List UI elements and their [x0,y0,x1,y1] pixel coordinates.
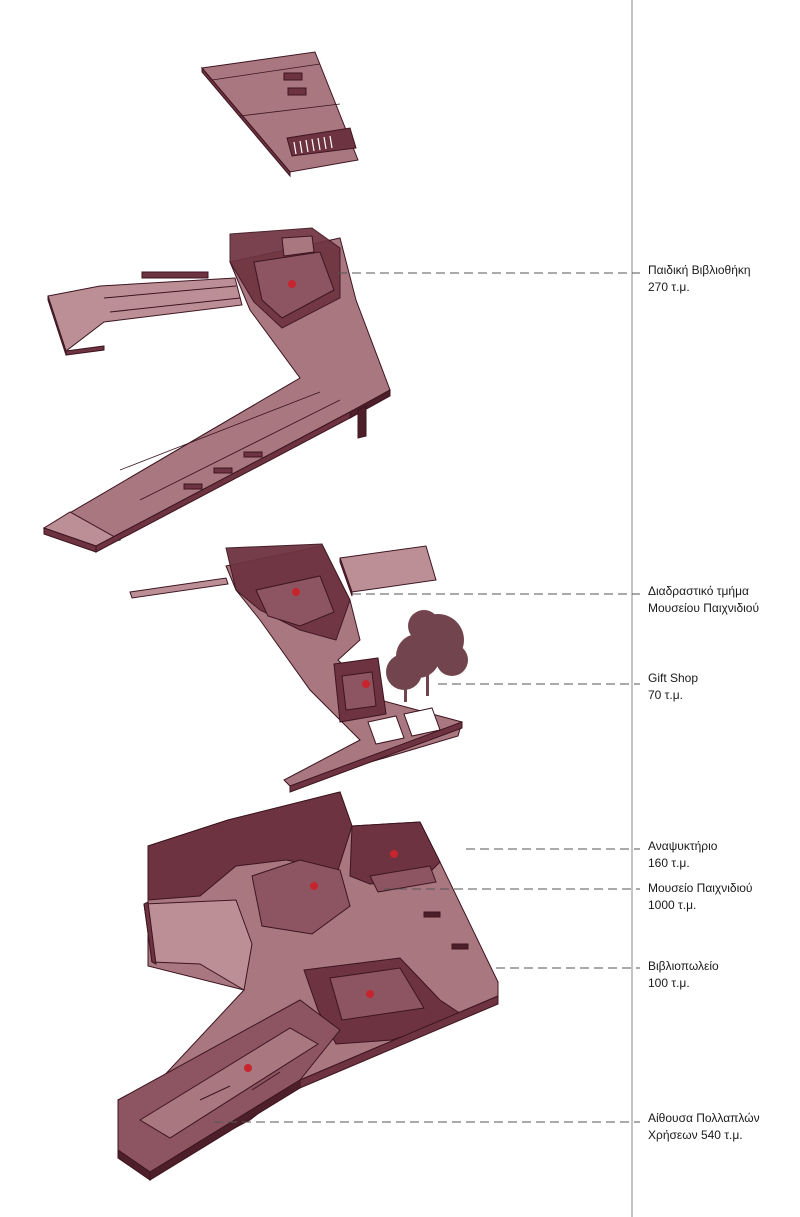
label-aithousa-area: Χρήσεων 540 τ.μ. [648,1128,743,1142]
label-giftshop-title: Gift Shop [648,671,699,685]
cafe-marker [390,850,398,858]
bookstore-marker [366,990,374,998]
label-paidiki-vivliothiki: Παιδική Βιβλιοθήκη 270 τ.μ. [648,262,751,296]
label-anapsyktirio: Αναψυκτήριο 160 τ.μ. [648,838,717,872]
label-mouseio-area: 1000 τ.μ. [648,898,697,912]
label-mouseio: Μουσείο Παιχνιδιού 1000 τ.μ. [648,880,752,914]
interactive-marker [292,588,300,596]
giftshop-marker [362,680,370,688]
library-level [42,227,391,553]
tree-illustration [386,610,468,702]
basement-level [117,791,499,1181]
label-aithousa: Αίθουσα Πολλαπλών Χρήσεων 540 τ.μ. [648,1110,760,1144]
leader-lines [214,272,640,1123]
label-anapsyktirio-title: Αναψυκτήριο [648,839,718,853]
label-paidiki-title: Παιδική Βιβλιοθήκη [648,263,751,277]
label-vivliopoleio-title: Βιβλιοπωλείο [648,959,719,973]
label-diadrastiko: Διαδραστικό τμήμα Μουσείου Παιχνιδιού [648,583,759,617]
label-diadrastiko-title: Διαδραστικό τμήμα [648,584,749,598]
label-diadrastiko-sub: Μουσείου Παιχνιδιού [648,601,760,615]
label-giftshop-area: 70 τ.μ. [648,688,684,702]
label-giftshop: Gift Shop 70 τ.μ. [648,670,698,704]
label-anapsyktirio-area: 160 τ.μ. [648,856,690,870]
library-marker [288,280,296,288]
label-paidiki-area: 270 τ.μ. [648,280,690,294]
label-vivliopoleio: Βιβλιοπωλείο 100 τ.μ. [648,958,719,992]
hall-marker [244,1064,252,1072]
label-aithousa-title: Αίθουσα Πολλαπλών [648,1111,760,1125]
museum-marker [310,882,318,890]
label-vivliopoleio-area: 100 τ.μ. [648,976,690,990]
roof-level [201,51,359,178]
label-mouseio-title: Μουσείο Παιχνιδιού [648,881,753,895]
ground-level [129,543,463,793]
